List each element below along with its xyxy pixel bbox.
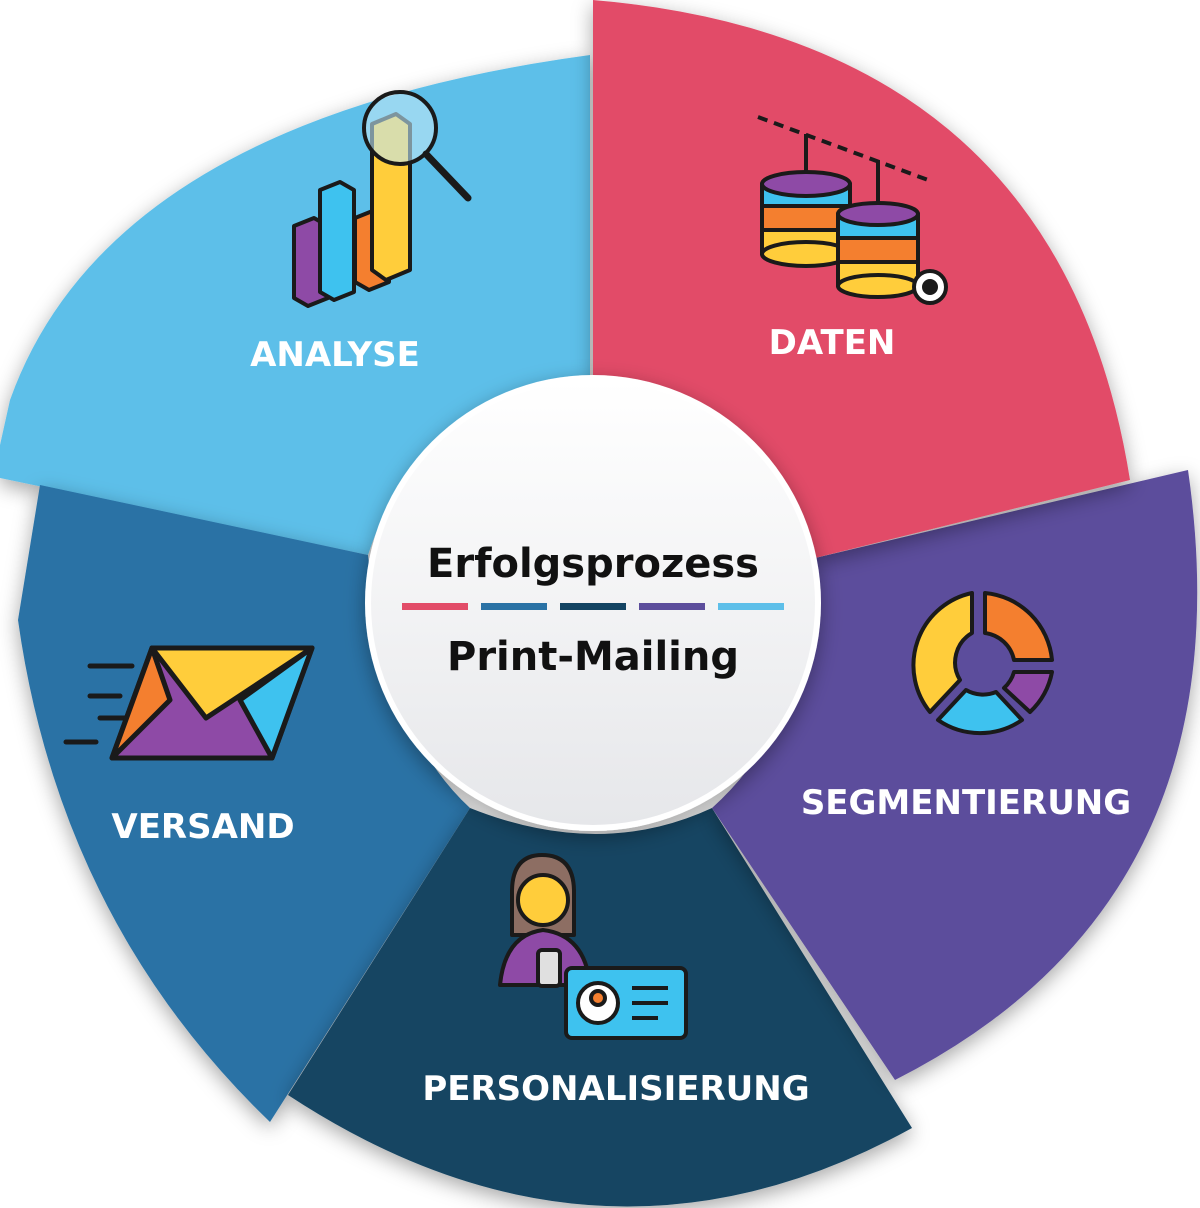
center-hub: Erfolgsprozess Print-Mailing <box>365 375 821 831</box>
database-icon <box>757 115 948 305</box>
segment-label-personalisierung: PERSONALISIERUNG <box>422 1069 809 1109</box>
segment-versand <box>18 485 470 1122</box>
envelope-icon <box>63 645 315 761</box>
segment-label-daten: DATEN <box>769 323 896 363</box>
segment-label-analyse: ANALYSE <box>250 335 420 375</box>
divider-dash <box>718 603 784 610</box>
center-title: Erfolgsprozess <box>427 541 759 587</box>
segment-segmentierung-wedge <box>712 470 1198 1080</box>
divider-dash <box>481 603 547 610</box>
center-divider <box>402 603 784 610</box>
divider-dash <box>402 603 468 610</box>
center-subtitle: Print-Mailing <box>447 634 739 680</box>
donut-chart-icon <box>911 591 1054 735</box>
segment-label-versand: VERSAND <box>111 807 294 847</box>
bar-chart-magnifier-icon <box>292 90 472 308</box>
segment-segmentierung <box>712 470 1198 1080</box>
segment-analyse <box>0 55 590 555</box>
segment-analyse-wedge <box>0 55 590 555</box>
segment-label-segmentierung: SEGMENTIERUNG <box>801 783 1131 823</box>
person-id-card-icon <box>498 853 688 1040</box>
divider-dash <box>639 603 705 610</box>
divider-dash <box>560 603 626 610</box>
segment-versand-wedge <box>18 485 470 1122</box>
